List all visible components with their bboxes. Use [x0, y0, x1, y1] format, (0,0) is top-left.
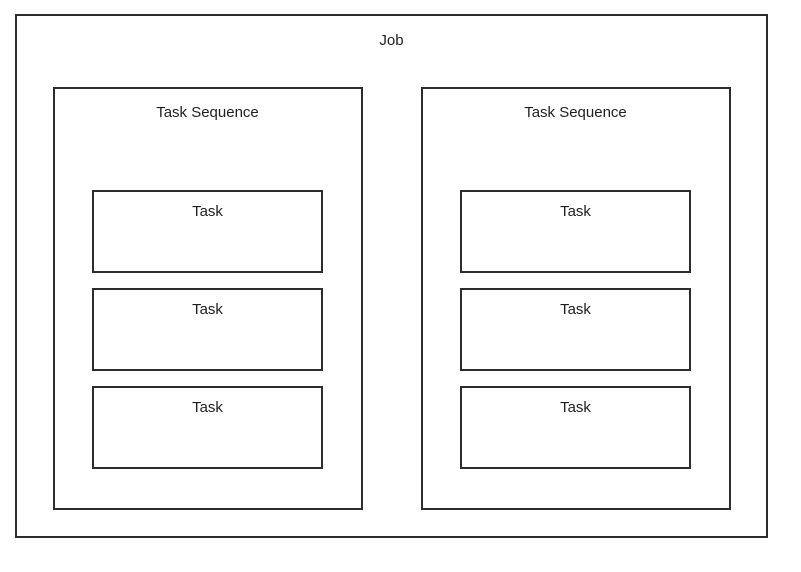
task-label: Task: [560, 203, 591, 220]
task-sequence-label: Task Sequence: [524, 104, 627, 121]
task-sequence-box-2: Task Sequence Task Task Task: [420, 87, 731, 510]
task-box: Task: [92, 386, 323, 469]
task-box: Task: [460, 288, 691, 371]
task-label: Task: [192, 399, 223, 416]
task-sequence-label: Task Sequence: [156, 104, 259, 121]
sequences-row: Task Sequence Task Task Task Task Sequen…: [17, 87, 766, 510]
task-box: Task: [460, 190, 691, 273]
task-list: Task Task Task: [423, 190, 729, 469]
task-label: Task: [192, 203, 223, 220]
job-box: Job Task Sequence Task Task Task Ta: [15, 14, 768, 538]
task-label: Task: [192, 301, 223, 318]
task-box: Task: [92, 288, 323, 371]
task-label: Task: [560, 399, 591, 416]
task-sequence-box-1: Task Sequence Task Task Task: [52, 87, 363, 510]
job-label: Job: [379, 32, 404, 49]
task-box: Task: [460, 386, 691, 469]
task-list: Task Task Task: [55, 190, 361, 469]
task-box: Task: [92, 190, 323, 273]
task-label: Task: [560, 301, 591, 318]
